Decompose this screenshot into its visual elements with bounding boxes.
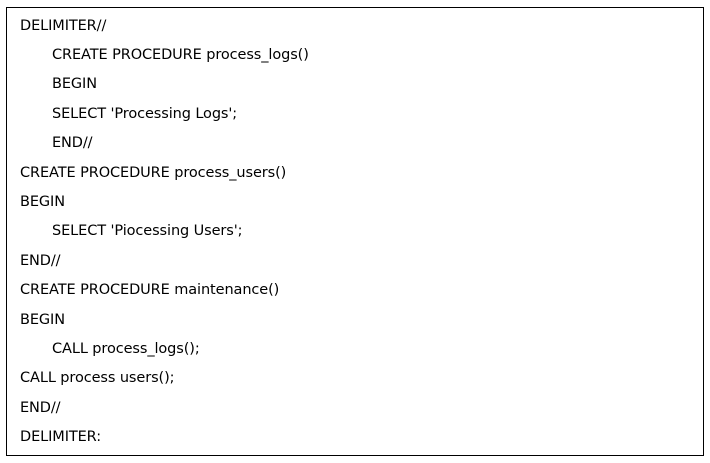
code-line: SELECT 'Piocessing Users';	[52, 223, 243, 239]
code-line: CALL process_logs();	[52, 341, 200, 357]
code-line: DELIMITER//	[20, 18, 107, 34]
code-line: BEGIN	[52, 76, 97, 92]
code-line: CREATE PROCEDURE maintenance()	[20, 282, 280, 298]
code-line: END//	[20, 253, 61, 269]
code-line: END//	[52, 135, 93, 151]
code-line: BEGIN	[20, 194, 65, 210]
code-line: CALL process users();	[20, 370, 175, 386]
code-line: BEGIN	[20, 312, 65, 328]
code-block: DELIMITER// CREATE PROCEDURE process_log…	[6, 7, 704, 456]
code-line: DELIMITER:	[20, 429, 102, 445]
code-line: SELECT 'Processing Logs';	[52, 106, 238, 122]
code-line: CREATE PROCEDURE process_users()	[20, 165, 287, 181]
code-line: END//	[20, 400, 61, 416]
code-line: CREATE PROCEDURE process_logs()	[52, 47, 309, 63]
